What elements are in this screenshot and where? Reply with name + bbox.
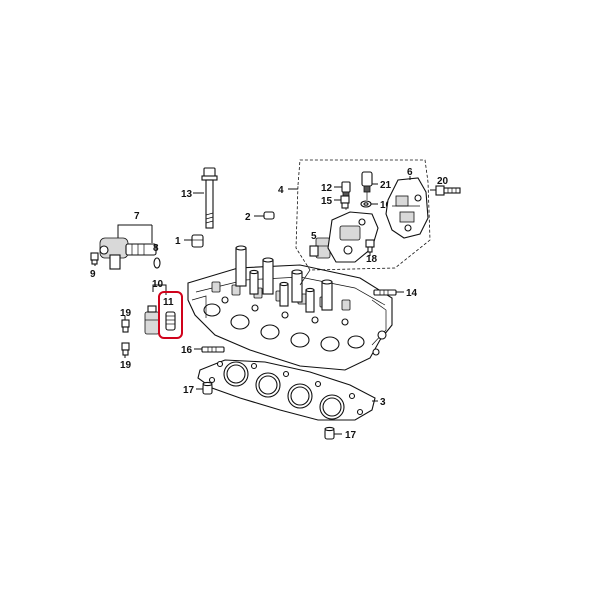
dowel-17-upper-part xyxy=(202,381,213,395)
callout-19-upper: 19 xyxy=(120,308,132,319)
callout-2: 2 xyxy=(245,212,251,223)
pressure-switch-part xyxy=(144,305,160,335)
head-gasket-part xyxy=(197,359,376,421)
callout-16-upper: 16 xyxy=(380,200,392,211)
bolt-9-part xyxy=(90,252,99,265)
dowel-17-lower-part xyxy=(324,426,335,440)
callout-10: 10 xyxy=(152,279,164,290)
callout-5: 5 xyxy=(311,231,317,242)
callout-18: 18 xyxy=(366,254,378,265)
callout-16-lower: 16 xyxy=(181,345,193,356)
bolt-19-upper-part xyxy=(121,319,130,333)
plug-part xyxy=(191,234,204,248)
callout-17-upper: 17 xyxy=(183,385,195,396)
bolt-19-lower-part xyxy=(121,342,130,356)
rocker-arm-oil-control-assembly-outline xyxy=(295,159,431,271)
oil-control-solenoid-part xyxy=(99,237,157,270)
callout-13: 13 xyxy=(181,189,193,200)
callout-6: 6 xyxy=(407,167,413,178)
callout-4: 4 xyxy=(278,185,284,196)
callout-12: 12 xyxy=(321,183,333,194)
callout-17-lower: 17 xyxy=(345,430,357,441)
o-ring-part xyxy=(153,257,161,269)
callout-20: 20 xyxy=(437,176,449,187)
bolt-15-part xyxy=(340,195,350,209)
callout-19-lower: 19 xyxy=(120,360,132,371)
callout-7: 7 xyxy=(134,211,140,222)
callout-3: 3 xyxy=(380,397,386,408)
cylinder-head-part xyxy=(187,245,393,371)
callout-21: 21 xyxy=(380,180,392,191)
head-bolt-part xyxy=(201,167,218,229)
filter-part xyxy=(165,311,176,331)
callout-9: 9 xyxy=(90,269,96,280)
callout-15: 15 xyxy=(321,196,333,207)
callout-11: 11 xyxy=(163,297,174,308)
callout-1: 1 xyxy=(175,236,181,247)
stud-16-lower-part xyxy=(201,346,225,353)
bracket-6-part xyxy=(385,177,429,239)
highlight-box-part-11 xyxy=(158,291,183,339)
callout-8: 8 xyxy=(153,243,159,254)
callout-14: 14 xyxy=(406,288,418,299)
spool-valve-part xyxy=(309,237,331,259)
dowel-part xyxy=(263,211,275,220)
switch-21-part xyxy=(361,171,373,200)
stud-14-part xyxy=(373,289,397,296)
bolt-20-part xyxy=(435,185,461,196)
seal-16-upper-part xyxy=(360,200,372,208)
